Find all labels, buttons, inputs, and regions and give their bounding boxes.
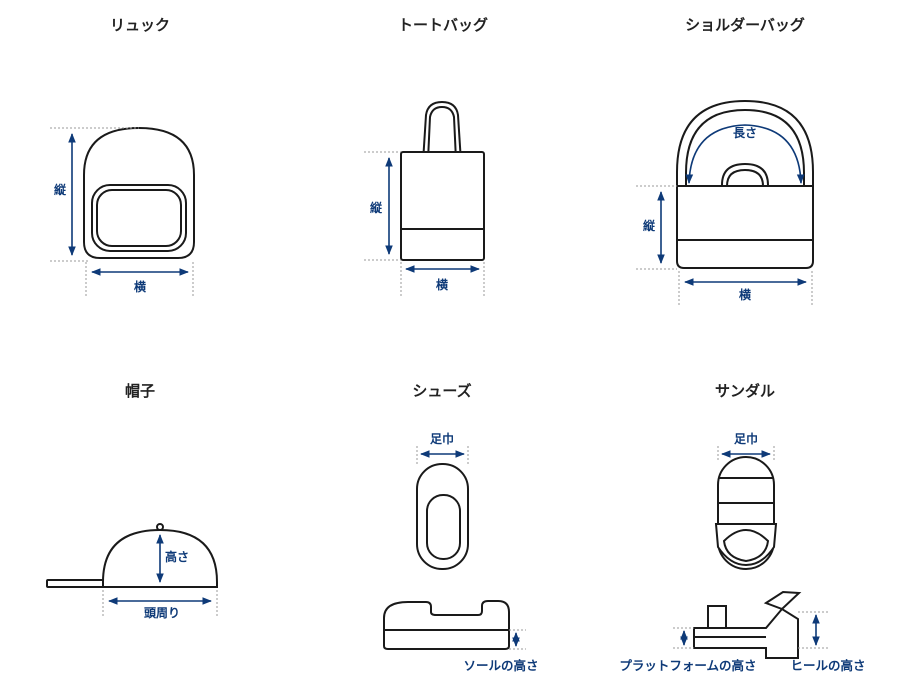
shoulder-strap-label: 長さ xyxy=(733,125,757,140)
sandal-title: サンダル xyxy=(715,382,775,400)
cap-title: 帽子 xyxy=(125,382,155,400)
sandal-side-icon xyxy=(693,590,802,659)
shoes-width-label: 足巾 xyxy=(430,431,454,446)
backpack-icon xyxy=(83,126,195,259)
tote-panel: トートバッグ 縦 横 xyxy=(364,16,488,296)
shoulder-bag-icon xyxy=(676,99,814,269)
tote-title: トートバッグ xyxy=(398,16,488,34)
cap-icon xyxy=(46,523,218,588)
shoulder-height-label: 縦 xyxy=(643,218,656,233)
shoe-side-icon xyxy=(383,600,510,650)
cap-height-label: 高さ xyxy=(165,549,189,564)
sandal-width-label: 足巾 xyxy=(734,431,758,446)
sandal-platform-label: プラットフォームの高さ xyxy=(619,658,756,673)
backpack-title: リュック xyxy=(110,16,170,34)
tote-bag-icon xyxy=(400,100,485,261)
shoe-top-icon xyxy=(416,463,469,570)
backpack-panel: リュック 縦 横 xyxy=(50,16,195,297)
shoes-panel: シューズ 足巾 ソールの高さ xyxy=(383,382,539,673)
shoes-sole-label: ソールの高さ xyxy=(463,658,538,673)
shoes-title: シューズ xyxy=(412,382,471,400)
shoulder-title: ショルダーバッグ xyxy=(685,16,805,34)
sandal-heel-label: ヒールの高さ xyxy=(790,658,865,673)
sandal-panel: サンダル 足巾 プラットフォームの高さ ヒールの高さ xyxy=(619,382,865,673)
backpack-height-label: 縦 xyxy=(54,182,67,197)
cap-circumference-label: 頭周り xyxy=(144,606,180,620)
tote-width-label: 横 xyxy=(436,277,449,292)
backpack-width-label: 横 xyxy=(134,279,147,294)
shoulder-strap-arrow xyxy=(685,124,805,184)
sandal-top-icon xyxy=(714,456,778,570)
shoulder-panel: ショルダーバッグ 長さ 縦 横 xyxy=(636,16,814,306)
cap-panel: 帽子 高さ 頭周り xyxy=(46,382,218,620)
tote-height-label: 縦 xyxy=(370,200,383,215)
shoulder-width-label: 横 xyxy=(739,287,752,302)
